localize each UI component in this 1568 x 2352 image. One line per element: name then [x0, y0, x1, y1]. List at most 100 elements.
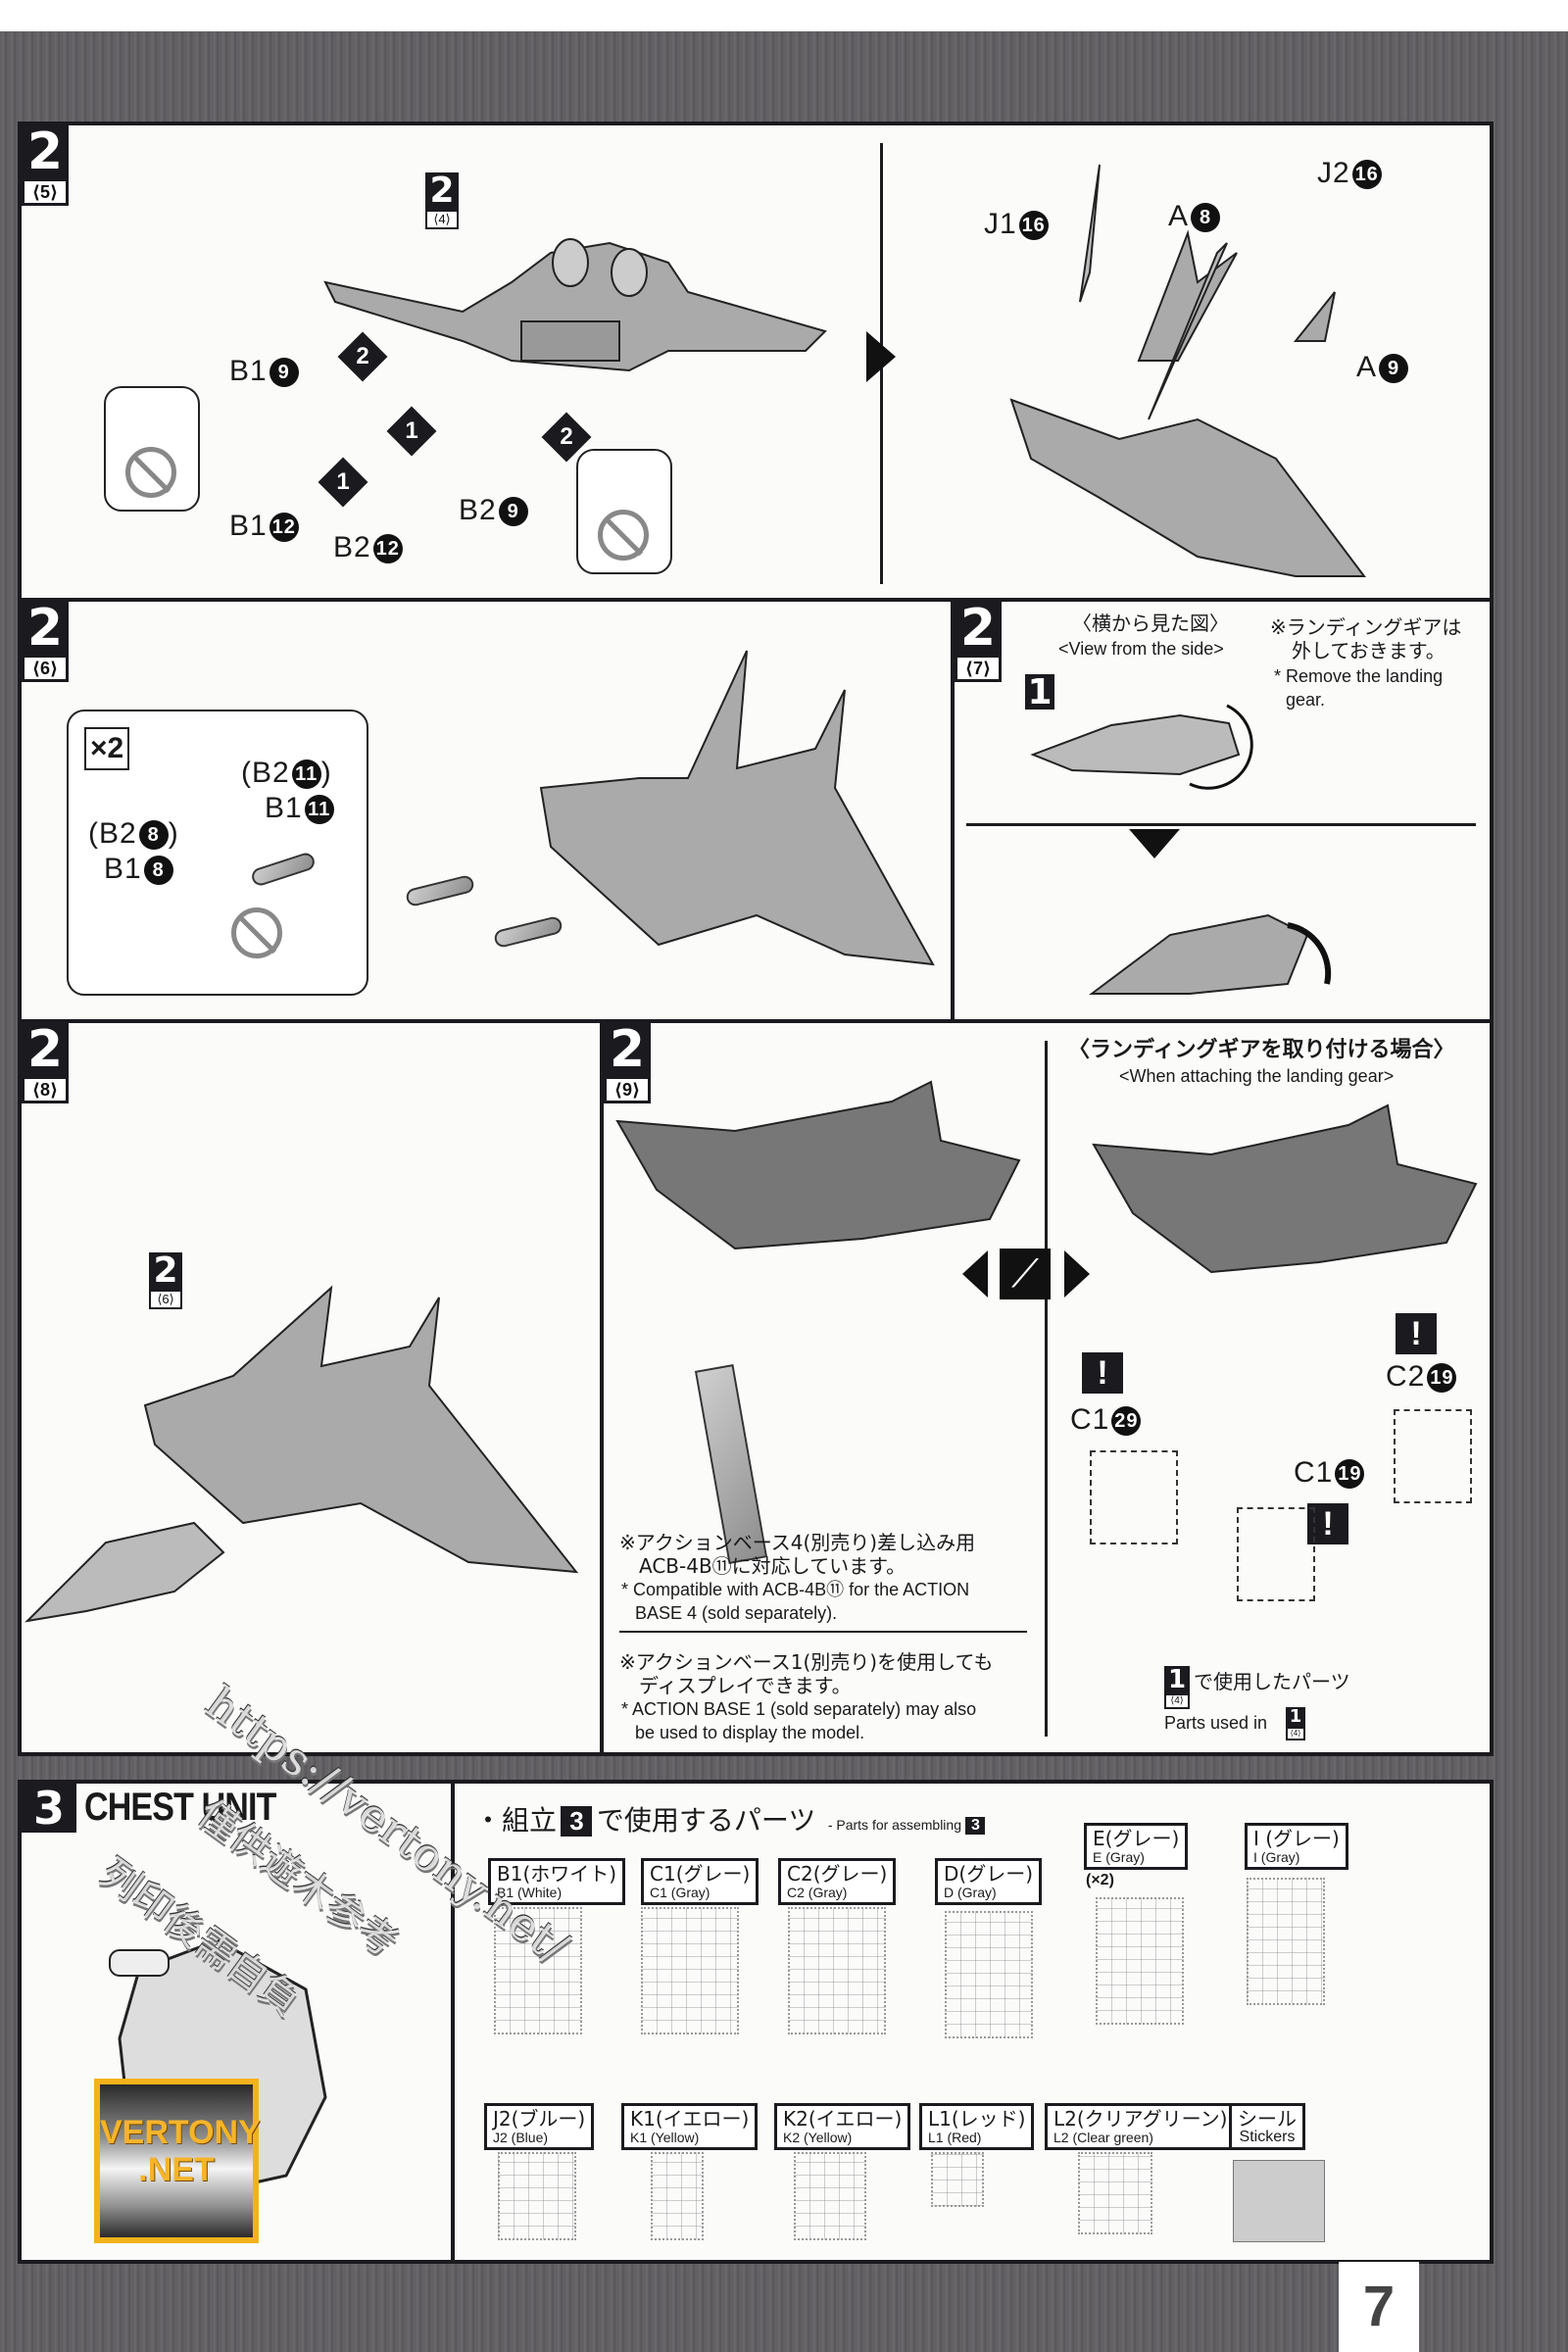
landing-gear-title-en: <When attaching the landing gear> — [1119, 1066, 1395, 1086]
step-badge: 2 ⟨7⟩ — [955, 602, 1002, 682]
assembled-plane-illustration — [24, 1285, 579, 1623]
action-base-4-note-jp-2: ACB-4B⑪に対応しています。 — [639, 1554, 906, 1578]
runner-i-diagram — [1247, 1878, 1325, 2005]
plane-with-gear-illustration — [1092, 1103, 1478, 1274]
caution-icon: ! — [1396, 1313, 1437, 1354]
runner-l2: L2(クリアグリーン)L2 (Clear green) — [1045, 2103, 1237, 2150]
runner-j2-diagram — [498, 2152, 576, 2240]
section-divider — [966, 823, 1476, 826]
runner-k2-diagram — [794, 2152, 866, 2240]
remove-gear-note-jp-1: ※ランディングギアは — [1270, 615, 1462, 639]
runner-l1-diagram — [931, 2152, 984, 2207]
runner-c2-diagram — [788, 1907, 886, 2034]
runner-k1: K1(イエロー)K1 (Yellow) — [621, 2103, 759, 2150]
gear-detail-c1-29 — [1090, 1450, 1178, 1544]
side-view-illustration — [1030, 704, 1253, 790]
caution-icon: ! — [1082, 1352, 1123, 1394]
plane-illustration — [323, 238, 827, 372]
ref-block-1: 1 — [1025, 674, 1054, 711]
runner-b1-diagram — [494, 1907, 582, 2034]
barrel-part — [249, 851, 318, 888]
step-2-7-panel: 2 ⟨7⟩ 〈横から見た図〉 <View from the side> ※ランデ… — [951, 598, 1494, 1023]
no-cut-icon — [125, 447, 176, 498]
action-base-1-note-jp-1: ※アクションベース1(別売り)を使用しても — [619, 1650, 994, 1674]
ref-badge-1-4: 1 ⟨4⟩ — [1286, 1707, 1305, 1740]
runner-k1-diagram — [651, 2152, 704, 2240]
runner-k2: K2(イエロー)K2 (Yellow) — [774, 2103, 911, 2150]
parts-used-jp: で使用したパーツ — [1194, 1670, 1350, 1693]
page-number: 7 — [1339, 2262, 1419, 2352]
runner-i: I (グレー)I (Gray) — [1245, 1823, 1348, 1870]
order-mark-1: 1 — [386, 406, 437, 457]
folded-unit-illustration — [1089, 913, 1332, 995]
plane-illustration — [539, 650, 935, 966]
order-mark-1: 1 — [318, 457, 368, 508]
step-3-inline-badge: 3 — [561, 1806, 593, 1837]
runner-c1: C1(グレー)C1 (Gray) — [641, 1858, 760, 1905]
plane-top-view-illustration — [615, 1080, 1021, 1250]
gear-detail-c1-19 — [1237, 1507, 1315, 1601]
note-divider — [619, 1631, 1027, 1633]
callout-left — [104, 386, 200, 512]
runner-e-qty: (×2) — [1086, 1872, 1114, 1888]
step-badge: 2 ⟨6⟩ — [22, 602, 69, 682]
runner-l2-diagram — [1078, 2152, 1152, 2234]
action-base-4-note-en-1: * Compatible with ACB-4B⑪ for the ACTION — [621, 1580, 970, 1599]
ref-badge-2-4: 2 ⟨4⟩ — [425, 172, 459, 229]
swap-icon: ⟋ — [962, 1245, 1090, 1303]
step-2-8-panel: 2 ⟨8⟩ 2 ⟨6⟩ — [18, 1019, 606, 1756]
runner-e: E(グレー)E (Gray) — [1084, 1823, 1189, 1870]
ref-badge-2-6: 2 ⟨6⟩ — [149, 1252, 182, 1309]
remove-gear-note-en-1: * Remove the landing — [1274, 666, 1444, 686]
parts-heading: ・組立 3 で使用するパーツ - Parts for assembling 3 — [474, 1799, 986, 1838]
remove-gear-note-jp-2: 外しておきます。 — [1292, 639, 1446, 662]
step-badge: 2 ⟨8⟩ — [22, 1023, 69, 1103]
side-view-title-jp: 〈横から見た図〉 — [1072, 612, 1229, 635]
runner-j2: J2(ブルー)J2 (Blue) — [484, 2103, 595, 2150]
barrel-part — [404, 873, 476, 908]
runner-e-diagram — [1096, 1897, 1184, 2025]
runner-d-diagram — [945, 1911, 1033, 2038]
step-badge: 2 ⟨5⟩ — [22, 125, 69, 206]
step-2-9-panel: 2 ⟨9⟩ ※アクションベース4(別売り)差し込み用 ACB-4B⑪に対応してい… — [600, 1019, 1494, 1756]
next-arrow-icon — [866, 331, 896, 382]
parts-used-en: Parts used in — [1164, 1713, 1268, 1733]
remove-gear-note-en-2: gear. — [1286, 690, 1326, 710]
down-arrow-icon — [1129, 829, 1180, 858]
action-base-1-note-en-2: be used to display the model. — [635, 1723, 865, 1742]
section-title: CHEST UNIT — [84, 1786, 276, 1829]
vertony-logo: VERTONY .NET — [94, 2079, 261, 2243]
runner-c2: C2(グレー)C2 (Gray) — [778, 1858, 897, 1905]
multiplier-badge: ×2 — [84, 727, 130, 770]
landing-gear-title-jp: 〈ランディングギアを取り付ける場合〉 — [1068, 1038, 1455, 1062]
section-divider — [1045, 1041, 1048, 1737]
runner-l1: L1(レッド)L1 (Red) — [919, 2103, 1035, 2150]
action-base-1-note-jp-2: ディスプレイできます。 — [639, 1674, 852, 1697]
runner-c1-diagram — [641, 1907, 739, 2034]
sticker-sheet — [1233, 2160, 1325, 2242]
ref-badge-1-4: 1 ⟨4⟩ — [1164, 1666, 1190, 1709]
step-3-badge: 3 — [22, 1784, 76, 1833]
no-cut-icon — [598, 510, 649, 561]
step-badge: 2 ⟨9⟩ — [604, 1023, 651, 1103]
callout-right — [576, 449, 672, 574]
plane-with-tails-illustration — [1009, 164, 1366, 577]
runner-b1: B1(ホワイト)B1 (White) — [488, 1858, 626, 1905]
